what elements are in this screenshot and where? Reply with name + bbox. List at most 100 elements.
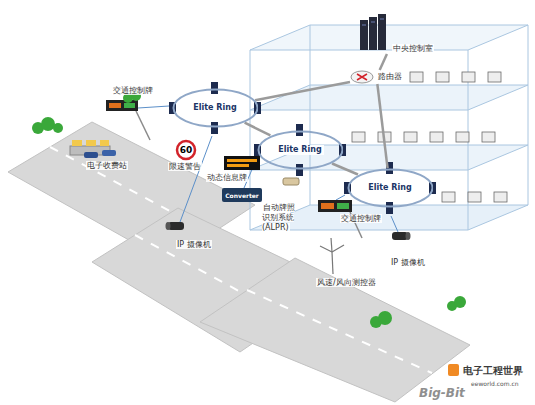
device-label: 限速警告 bbox=[168, 162, 202, 172]
server-rack bbox=[369, 17, 377, 50]
monitor bbox=[494, 192, 507, 202]
ring-network: Elite Ring bbox=[257, 130, 344, 170]
converter-device bbox=[222, 188, 262, 202]
tree bbox=[454, 296, 466, 308]
traffic-sign-board bbox=[106, 100, 138, 111]
network-switch bbox=[296, 164, 303, 176]
road bbox=[247, 290, 432, 373]
toll-station bbox=[102, 150, 116, 156]
tree bbox=[32, 91, 466, 328]
router-icon bbox=[351, 71, 373, 83]
tree bbox=[378, 311, 392, 325]
device-label: 电子收费站 bbox=[86, 161, 128, 171]
node-label: 路由器 bbox=[377, 72, 403, 82]
ring-outline bbox=[173, 90, 257, 127]
monitor bbox=[410, 72, 423, 82]
device-label: IP 摄像机 bbox=[176, 240, 212, 250]
router-icon bbox=[357, 74, 367, 80]
traffic-sign-board bbox=[106, 100, 362, 238]
control-building bbox=[528, 25, 529, 205]
ring-network: Elite Ring bbox=[347, 168, 434, 208]
network-wire bbox=[138, 106, 398, 232]
wind-sensor bbox=[320, 246, 332, 252]
device-label: Converter bbox=[225, 192, 259, 199]
device-label: IP 摄像机 bbox=[390, 258, 426, 268]
watermark: eeworld.com.cn bbox=[470, 380, 520, 387]
device-label: 交通控制牌 bbox=[112, 86, 154, 95]
device-label: 风速/风向测控器 bbox=[316, 278, 377, 288]
device-label: Converter bbox=[225, 192, 259, 199]
monitor bbox=[482, 132, 495, 142]
network-wire bbox=[138, 106, 169, 108]
watermark: 电子工程世界 bbox=[462, 365, 524, 377]
ring-label: Elite Ring bbox=[276, 145, 323, 155]
dynamic-message-sign bbox=[227, 159, 257, 162]
ring-label: Elite Ring bbox=[366, 183, 413, 193]
watermark: 电子工程世界 bbox=[462, 365, 524, 376]
toll-station bbox=[86, 140, 96, 146]
device-label: IP 摄像机 bbox=[176, 240, 212, 249]
speed-number: 60 bbox=[180, 145, 193, 155]
network-link bbox=[377, 84, 387, 168]
router-icon bbox=[350, 70, 374, 84]
device-label: 交通控制牌 bbox=[340, 214, 382, 224]
monitor bbox=[436, 72, 449, 82]
speed-limit-sign bbox=[177, 141, 195, 159]
tree bbox=[41, 117, 55, 131]
monitor bbox=[456, 132, 469, 142]
network-switch bbox=[386, 202, 393, 214]
network-link bbox=[380, 54, 387, 70]
alpr-camera bbox=[283, 178, 299, 185]
tree bbox=[53, 123, 63, 133]
ring-network: Elite Ring bbox=[172, 88, 259, 128]
network-switch bbox=[169, 82, 436, 214]
device-label: 自动牌照识别系统 (ALPR) bbox=[262, 203, 295, 232]
device-label: 动态信息牌 bbox=[206, 173, 248, 183]
toll-station bbox=[72, 140, 82, 146]
traffic-sign-board bbox=[321, 203, 334, 209]
network-switch bbox=[296, 124, 303, 136]
control-building bbox=[250, 50, 251, 230]
network-wire bbox=[391, 216, 398, 232]
device-label: 风速/风向测控器 bbox=[316, 278, 377, 287]
dynamic-message-sign bbox=[224, 156, 260, 170]
toll-station bbox=[84, 152, 98, 158]
monitor bbox=[468, 192, 481, 202]
speed-number: 60 bbox=[180, 145, 193, 155]
wind-sensor bbox=[332, 245, 344, 252]
server-rack bbox=[380, 19, 384, 20]
dynamic-message-sign bbox=[224, 156, 260, 170]
network-link bbox=[245, 123, 271, 136]
network-switch bbox=[211, 82, 218, 94]
control-building bbox=[310, 25, 311, 205]
traffic-sign-board bbox=[124, 103, 135, 108]
device-label: 自动牌照识别系统 (ALPR) bbox=[262, 203, 298, 233]
server-rack bbox=[371, 22, 375, 23]
device-label: 动态信息牌 bbox=[206, 173, 248, 182]
ring-outline bbox=[348, 170, 432, 207]
control-building bbox=[250, 85, 528, 110]
ip-camera bbox=[406, 232, 411, 240]
monitor bbox=[430, 132, 443, 142]
monitor bbox=[442, 192, 455, 202]
dynamic-message-sign bbox=[227, 164, 249, 167]
traffic-sign-board bbox=[318, 200, 352, 212]
network-switch bbox=[211, 122, 218, 134]
speed-limit-sign bbox=[177, 141, 195, 159]
traffic-sign-board bbox=[109, 103, 121, 108]
control-room: 中央控制室 bbox=[358, 14, 434, 54]
wind-sensor bbox=[320, 238, 344, 274]
router: 路由器 bbox=[350, 70, 403, 84]
server-rack bbox=[362, 25, 366, 26]
device-label: 交通控制牌 bbox=[112, 86, 154, 96]
watermark-logo bbox=[448, 364, 459, 376]
ring-label: Elite Ring bbox=[191, 103, 238, 113]
network-link bbox=[332, 164, 358, 175]
server-rack bbox=[360, 20, 368, 50]
toll-station bbox=[100, 140, 109, 146]
control-building bbox=[250, 25, 528, 50]
wind-sensor bbox=[332, 252, 333, 274]
alpr-camera bbox=[283, 178, 299, 185]
converter-device bbox=[222, 188, 262, 202]
device-label: 交通控制牌 bbox=[340, 214, 382, 223]
